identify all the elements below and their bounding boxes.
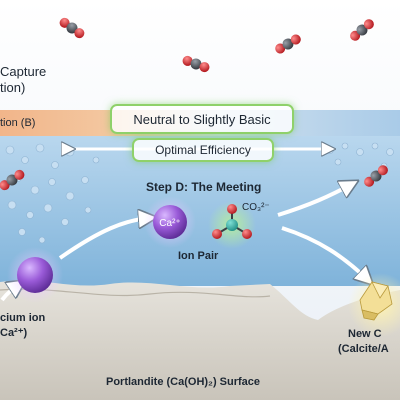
step-title: Step D: The Meeting bbox=[146, 180, 262, 194]
curved-arrow-icon bbox=[281, 226, 368, 280]
calcium-symbol: Ca²⁺ bbox=[159, 218, 180, 229]
co2-molecule-icon bbox=[364, 165, 388, 187]
carbonate-label: CO₃²⁻ bbox=[242, 202, 270, 213]
co2-molecule-icon bbox=[275, 34, 301, 54]
surface-label: Portlandite (Ca(OH)₂) Surface bbox=[106, 376, 261, 388]
carbonate-ion-icon bbox=[212, 204, 252, 239]
calcium-ion-label-line1: cium ion bbox=[0, 312, 46, 324]
co2-molecule-icon bbox=[350, 19, 374, 41]
new-crystal-label-line1: New C bbox=[348, 328, 382, 340]
neutral-box: Neutral to Slightly Basic bbox=[110, 104, 294, 134]
band-label: tion (B) bbox=[0, 117, 36, 129]
new-crystal-label-line2: (Calcite/A bbox=[338, 343, 389, 355]
ion-pair-label: Ion Pair bbox=[178, 250, 219, 262]
co2-molecule-icon bbox=[182, 55, 210, 73]
co2-molecule-icon bbox=[59, 17, 85, 39]
portlandite-surface bbox=[0, 280, 400, 400]
calcium-ion-sphere-icon bbox=[153, 205, 187, 239]
curved-arrow-icon bbox=[277, 184, 352, 217]
top-label-line1: Capture bbox=[0, 64, 47, 79]
top-label-line2: tion) bbox=[0, 80, 26, 95]
calcium-ion-label-line2: Ca²⁺) bbox=[0, 327, 28, 339]
curved-arrow-icon bbox=[58, 218, 150, 260]
efficiency-box: Optimal Efficiency bbox=[132, 138, 274, 162]
calcite-crystal-icon bbox=[359, 281, 393, 321]
calcium-ion-sphere-icon bbox=[17, 257, 53, 293]
co2-molecule-icon bbox=[0, 169, 25, 191]
